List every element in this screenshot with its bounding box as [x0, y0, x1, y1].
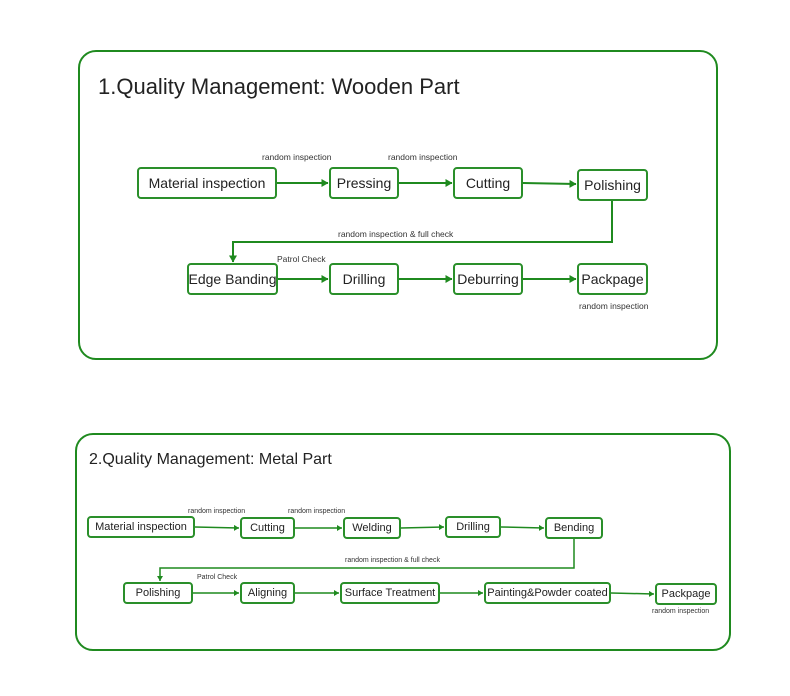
wooden-node-material-inspection: Material inspection: [137, 167, 277, 199]
wooden-node-cutting: Cutting: [453, 167, 523, 199]
metal-note-random-inspection-1: random inspection: [188, 508, 246, 515]
metal-node-bending: Bending: [545, 517, 603, 539]
metal-part-panel: [75, 433, 731, 651]
metal-node-painting-powder-coated: Painting&Powder coated: [484, 582, 611, 604]
metal-panel-title: 2.Quality Management: Metal Part: [89, 451, 332, 468]
metal-note-full-check: random inspection & full check: [345, 557, 440, 564]
wooden-node-edge-banding: Edge Banding: [187, 263, 278, 295]
wooden-node-pressing: Pressing: [329, 167, 399, 199]
wooden-note-patrol-check: Patrol Check: [277, 254, 326, 264]
metal-node-surface-treatment: Surface Treatment: [340, 582, 440, 604]
wooden-node-polishing: Polishing: [577, 169, 648, 201]
wooden-arrow-3: [522, 179, 577, 188]
wooden-panel-title: 1.Quality Management: Wooden Part: [98, 74, 460, 99]
metal-arrow-1: [194, 524, 240, 531]
wooden-part-panel: [78, 50, 718, 360]
metal-node-material-inspection: Material inspection: [87, 516, 195, 538]
metal-node-welding: Welding: [343, 517, 401, 539]
metal-arrow-3: [400, 524, 445, 531]
wooden-note-full-check: random inspection & full check: [338, 229, 454, 239]
metal-node-drilling: Drilling: [445, 516, 501, 538]
wooden-node-drilling: Drilling: [329, 263, 399, 295]
wooden-node-packpage: Packpage: [577, 263, 648, 295]
metal-note-random-inspection-2: random inspection: [288, 508, 346, 515]
metal-note-patrol-check: Patrol Check: [197, 574, 238, 581]
metal-node-packpage: Packpage: [655, 583, 717, 605]
metal-node-cutting: Cutting: [240, 517, 295, 539]
metal-node-aligning: Aligning: [240, 582, 295, 604]
wooden-note-random-inspection-2: random inspection: [388, 152, 458, 162]
metal-arrow-4: [500, 524, 545, 531]
wooden-arrow-wrap: [229, 201, 613, 263]
wooden-note-random-inspection-1: random inspection: [262, 152, 332, 162]
metal-arrow-wrap: [157, 539, 575, 581]
wooden-node-deburring: Deburring: [453, 263, 523, 295]
metal-note-random-inspection-end: random inspection: [652, 608, 710, 615]
metal-node-polishing: Polishing: [123, 582, 193, 604]
metal-arrow-8: [610, 590, 655, 597]
wooden-note-random-inspection-end: random inspection: [579, 301, 649, 311]
